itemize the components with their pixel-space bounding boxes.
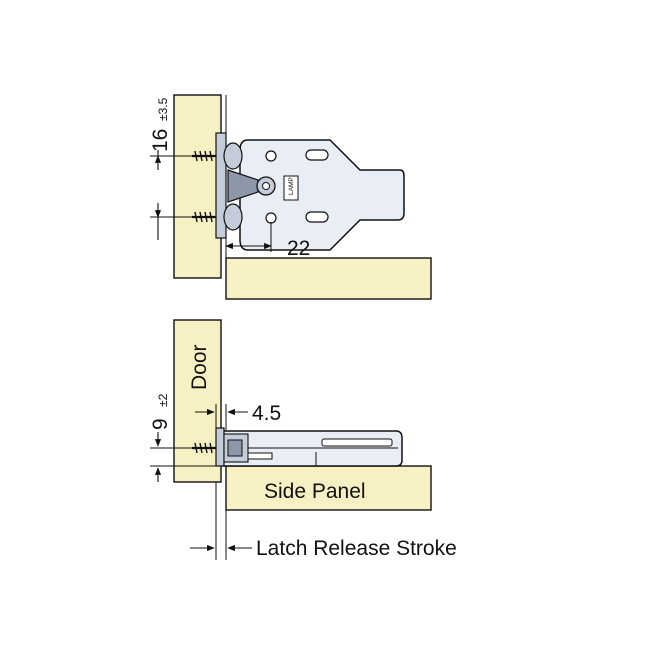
- dim-16-label: 16: [149, 129, 172, 152]
- brand-mark-badge: [283, 175, 299, 201]
- dim-4-5-label: 4.5: [252, 402, 281, 425]
- dim-9-tolerance: ±2: [156, 393, 170, 407]
- side-panel-top: [225, 257, 432, 300]
- dim-16-tolerance: ±3.5: [156, 97, 170, 121]
- door-block-side: [173, 319, 222, 483]
- side-view: Door Side Panel 9 ±2 4.5: [149, 319, 457, 560]
- mounting-plate: [215, 132, 227, 239]
- side-panel-label: Side Panel: [264, 480, 366, 503]
- door-block-top: [173, 94, 222, 279]
- top-view: LAMP 16 ±3.5 22: [149, 94, 432, 300]
- door-label: Door: [188, 344, 211, 390]
- dim-9-label: 9: [149, 418, 172, 430]
- latch-body-side: [221, 430, 403, 467]
- brand-mark: LAMP: [288, 177, 295, 195]
- dim-22-label: 22: [287, 237, 310, 260]
- side-panel-side: [225, 465, 432, 511]
- latch-release-stroke-label: Latch Release Stroke: [256, 537, 457, 560]
